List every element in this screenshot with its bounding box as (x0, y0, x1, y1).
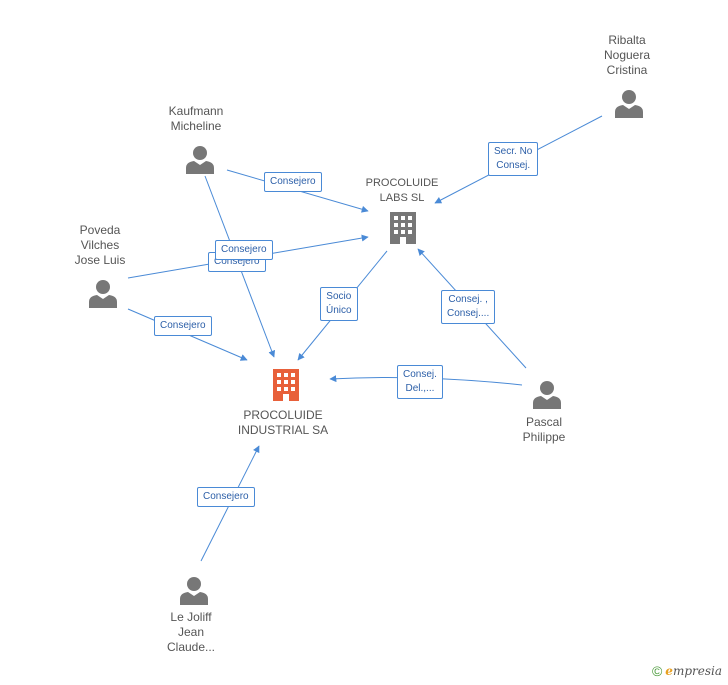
edge-label-pascal-industrial[interactable]: Consej. Del.,... (397, 365, 443, 399)
edge-label-kaufmann-labs[interactable]: Consejero (264, 172, 322, 192)
edge-label-labs-industrial[interactable]: Socio Único (320, 287, 358, 321)
person-label-kaufmann[interactable]: Kaufmann Micheline (168, 104, 224, 133)
company-label-procoluide-labs[interactable]: PROCOLUIDE LABS SL (365, 177, 439, 204)
empresia-logo: empresia (665, 664, 722, 678)
building-icon (273, 369, 299, 401)
person-icon (533, 381, 561, 409)
edge-label-ribalta-labs[interactable]: Secr. No Consej. (488, 142, 539, 176)
edge-label-pascal-labs[interactable]: Consej. , Consej.... (441, 290, 496, 324)
person-label-lejoliff[interactable]: Le Joliff Jean Claude... (166, 610, 216, 654)
footer-brand: © empresia (652, 663, 722, 679)
edge-label-lejoliff-industrial[interactable]: Consejero (197, 487, 255, 507)
person-icon (615, 90, 643, 118)
person-icon (180, 577, 208, 605)
copyright-icon: © (651, 663, 663, 679)
person-label-pascal[interactable]: Pascal Philippe (522, 415, 566, 444)
company-label-procoluide-industrial[interactable]: PROCOLUIDE INDUSTRIAL SA (237, 408, 329, 437)
person-label-ribalta[interactable]: Ribalta Noguera Cristina (603, 33, 651, 77)
edge-label-kaufmann-industrial[interactable]: Consejero (215, 240, 273, 260)
person-icon (89, 280, 117, 308)
person-icon (186, 146, 214, 174)
edge-label-poveda-industrial[interactable]: Consejero (154, 316, 212, 336)
person-label-poveda[interactable]: Poveda Vilches Jose Luis (74, 223, 126, 267)
building-icon (390, 212, 416, 244)
